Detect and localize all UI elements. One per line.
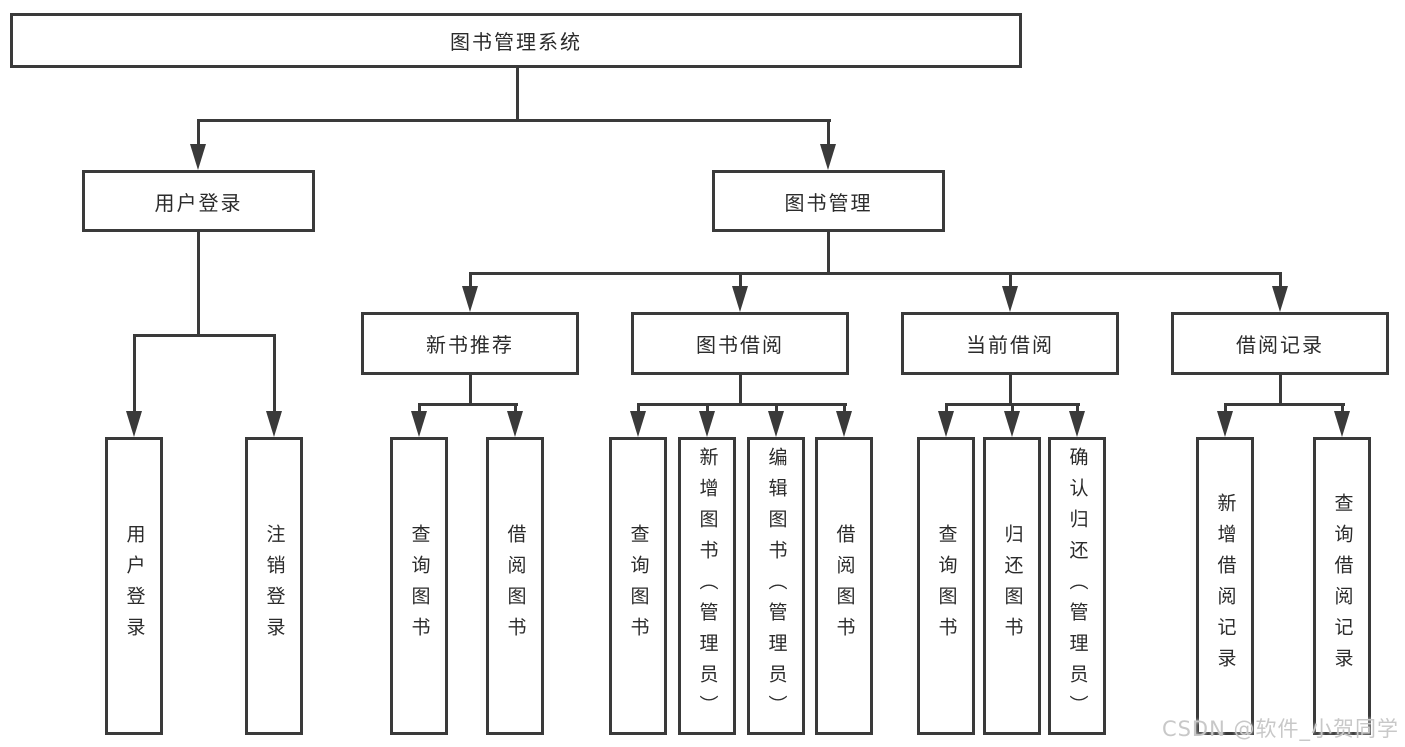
node-borrow-record: 借阅记录 [1171, 312, 1389, 375]
arrow-down-icon [126, 411, 142, 437]
leaf-query-borrow-record: 查询借阅记录 [1313, 437, 1371, 735]
node-current-borrow-label: 当前借阅 [966, 333, 1054, 357]
connector-line [739, 375, 742, 405]
node-book-management-label: 图书管理 [784, 190, 873, 215]
leaf-query-book-recommend: 查询图书 [390, 437, 448, 735]
connector-line [637, 405, 640, 415]
connector-line [1341, 405, 1344, 415]
leaf-confirm-return-admin-label: 确认归还（管理员） [1066, 446, 1089, 726]
arrow-down-icon [1272, 286, 1288, 312]
connector-line [197, 232, 200, 336]
arrow-down-icon [462, 286, 478, 312]
leaf-return-book-label: 归还图书 [1001, 524, 1024, 648]
connector-line [945, 403, 1080, 406]
node-user-login: 用户登录 [82, 170, 315, 232]
arrow-down-icon [411, 411, 427, 437]
connector-line [1224, 403, 1345, 406]
node-current-borrow: 当前借阅 [901, 312, 1119, 375]
connector-line [469, 274, 472, 288]
leaf-logout: 注销登录 [245, 437, 303, 735]
connector-line [827, 232, 830, 274]
connector-line [1011, 405, 1014, 415]
node-book-borrow-label: 图书借阅 [696, 333, 784, 357]
node-borrow-record-label: 借阅记录 [1236, 333, 1324, 357]
leaf-add-book-admin-label: 新增图书（管理员） [696, 446, 719, 726]
connector-line [827, 121, 830, 147]
arrow-down-icon [732, 286, 748, 312]
leaf-user-login-label: 用户登录 [123, 524, 146, 648]
arrow-down-icon [1217, 411, 1233, 437]
connector-line [637, 403, 847, 406]
leaf-borrow-book-recommend-label: 借阅图书 [504, 524, 527, 648]
leaf-add-book-admin: 新增图书（管理员） [678, 437, 736, 735]
arrow-down-icon [190, 144, 206, 170]
leaf-borrow-book-recommend: 借阅图书 [486, 437, 544, 735]
connector-line [197, 121, 200, 147]
arrow-down-icon [820, 144, 836, 170]
connector-line [945, 405, 948, 415]
node-new-book-recommend: 新书推荐 [361, 312, 579, 375]
arrow-down-icon [699, 411, 715, 437]
connector-line [418, 403, 518, 406]
leaf-user-login: 用户登录 [105, 437, 163, 735]
leaf-return-book: 归还图书 [983, 437, 1041, 735]
connector-line [418, 405, 421, 415]
node-new-book-recommend-label: 新书推荐 [426, 333, 514, 357]
leaf-confirm-return-admin: 确认归还（管理员） [1048, 437, 1106, 735]
connector-line [197, 119, 831, 122]
leaf-add-borrow-record-label: 新增借阅记录 [1214, 493, 1237, 679]
arrow-down-icon [266, 411, 282, 437]
leaf-query-book-current-label: 查询图书 [935, 524, 958, 648]
connector-line [133, 334, 276, 337]
leaf-query-book-current: 查询图书 [917, 437, 975, 735]
arrow-down-icon [630, 411, 646, 437]
leaf-borrow-book: 借阅图书 [815, 437, 873, 735]
leaf-query-book-recommend-label: 查询图书 [408, 524, 431, 648]
arrow-down-icon [768, 411, 784, 437]
connector-line [843, 405, 846, 415]
connector-line [469, 375, 472, 405]
leaf-query-book-borrow: 查询图书 [609, 437, 667, 735]
leaf-query-book-borrow-label: 查询图书 [627, 524, 650, 648]
leaf-edit-book-admin-label: 编辑图书（管理员） [765, 446, 788, 726]
arrow-down-icon [1004, 411, 1020, 437]
connector-line [1279, 375, 1282, 405]
connector-line [469, 272, 1282, 275]
connector-line [133, 336, 136, 413]
leaf-add-borrow-record: 新增借阅记录 [1196, 437, 1254, 735]
leaf-query-borrow-record-label: 查询借阅记录 [1331, 493, 1354, 679]
node-user-login-label: 用户登录 [154, 190, 243, 215]
connector-line [739, 274, 742, 288]
arrow-down-icon [1002, 286, 1018, 312]
node-root: 图书管理系统 [10, 13, 1022, 68]
connector-line [1009, 375, 1012, 405]
node-book-borrow: 图书借阅 [631, 312, 849, 375]
arrow-down-icon [836, 411, 852, 437]
connector-line [516, 68, 519, 121]
connector-line [1009, 274, 1012, 288]
connector-line [514, 405, 517, 415]
connector-line [706, 405, 709, 415]
leaf-edit-book-admin: 编辑图书（管理员） [747, 437, 805, 735]
connector-line [775, 405, 778, 415]
connector-line [1279, 274, 1282, 288]
arrow-down-icon [938, 411, 954, 437]
csdn-watermark: CSDN @软件_小贺同学 [1161, 717, 1399, 741]
arrow-down-icon [507, 411, 523, 437]
arrow-down-icon [1334, 411, 1350, 437]
node-book-management: 图书管理 [712, 170, 945, 232]
node-root-label: 图书管理系统 [450, 30, 582, 54]
connector-line [1076, 405, 1079, 415]
connector-line [1224, 405, 1227, 415]
arrow-down-icon [1069, 411, 1085, 437]
leaf-logout-label: 注销登录 [263, 524, 286, 648]
leaf-borrow-book-label: 借阅图书 [833, 524, 856, 648]
connector-line [273, 336, 276, 413]
